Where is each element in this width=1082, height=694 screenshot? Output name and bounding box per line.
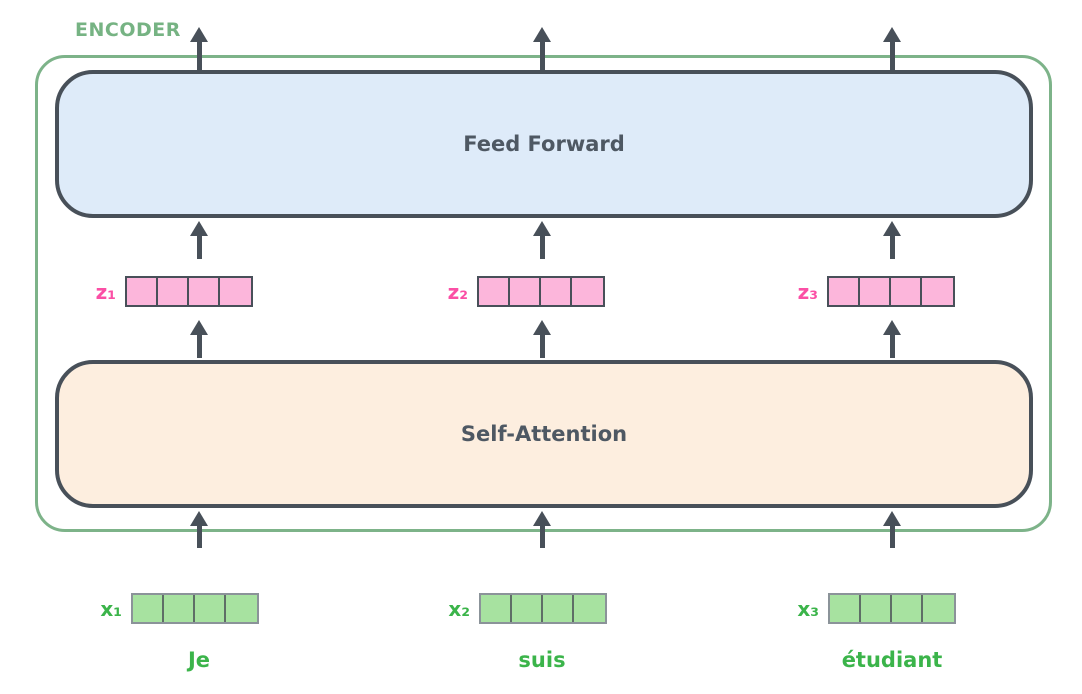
up-arrow: [188, 320, 210, 358]
feed-forward-label: Feed Forward: [463, 132, 625, 156]
up-arrow: [188, 221, 210, 259]
up-arrow: [531, 221, 553, 259]
x1-vector: x₁: [100, 593, 259, 624]
vector-cell: [923, 595, 954, 622]
arrow-shaft: [889, 334, 895, 358]
vector-cell: [164, 595, 195, 622]
x3-label: x₃: [797, 596, 819, 621]
feed-forward-block: Feed Forward: [55, 70, 1033, 218]
arrow-shaft: [539, 41, 545, 70]
vector-cell: [543, 595, 574, 622]
vector-cell: [220, 278, 251, 305]
vector-cell: [226, 595, 257, 622]
vector-cell: [861, 595, 892, 622]
arrow-head-icon: [190, 221, 208, 236]
up-arrow: [881, 221, 903, 259]
z3-label: z₃: [797, 279, 818, 304]
up-arrow: [531, 27, 553, 70]
up-arrow: [881, 27, 903, 70]
z2-vector: z₂: [448, 276, 605, 307]
encoder-label: ENCODER: [75, 19, 181, 41]
z2-label: z₂: [447, 279, 468, 304]
self-attention-label: Self-Attention: [460, 422, 628, 446]
x1-cells: [131, 593, 259, 624]
vector-cell: [479, 278, 510, 305]
z3-vector: z₃: [798, 276, 955, 307]
vector-cell: [574, 595, 605, 622]
z3-cells: [827, 276, 955, 307]
x2-vector: x₂: [448, 593, 607, 624]
arrow-head-icon: [533, 221, 551, 236]
up-arrow: [188, 511, 210, 548]
arrow-shaft: [196, 525, 202, 548]
z1-label: z₁: [95, 279, 116, 304]
arrow-head-icon: [533, 511, 551, 526]
vector-cell: [158, 278, 189, 305]
x2-label: x₂: [448, 596, 470, 621]
vector-cell: [892, 595, 923, 622]
arrow-head-icon: [883, 221, 901, 236]
self-attention-block: Self-Attention: [55, 360, 1033, 508]
vector-cell: [829, 278, 860, 305]
word-je: Je: [187, 648, 211, 672]
arrow-shaft: [889, 525, 895, 548]
vector-cell: [133, 595, 164, 622]
vector-cell: [127, 278, 158, 305]
arrow-shaft: [196, 41, 202, 70]
arrow-shaft: [196, 235, 202, 259]
arrow-head-icon: [883, 511, 901, 526]
vector-cell: [891, 278, 922, 305]
x2-cells: [479, 593, 607, 624]
arrow-shaft: [539, 235, 545, 259]
z1-cells: [125, 276, 253, 307]
z1-vector: z₁: [96, 276, 253, 307]
up-arrow: [531, 320, 553, 358]
vector-cell: [512, 595, 543, 622]
x3-cells: [828, 593, 956, 624]
vector-cell: [860, 278, 891, 305]
vector-cell: [189, 278, 220, 305]
arrow-head-icon: [533, 27, 551, 42]
arrow-head-icon: [883, 320, 901, 335]
arrow-head-icon: [190, 27, 208, 42]
z2-cells: [477, 276, 605, 307]
vector-cell: [481, 595, 512, 622]
arrow-head-icon: [883, 27, 901, 42]
vector-cell: [510, 278, 541, 305]
x3-vector: x₃: [797, 593, 956, 624]
vector-cell: [195, 595, 226, 622]
vector-cell: [541, 278, 572, 305]
up-arrow: [881, 320, 903, 358]
arrow-head-icon: [190, 320, 208, 335]
up-arrow: [881, 511, 903, 548]
word-etudiant: étudiant: [841, 648, 943, 672]
vector-cell: [922, 278, 953, 305]
arrow-shaft: [539, 334, 545, 358]
arrow-head-icon: [190, 511, 208, 526]
arrow-shaft: [196, 334, 202, 358]
arrow-shaft: [539, 525, 545, 548]
up-arrow: [188, 27, 210, 70]
up-arrow: [531, 511, 553, 548]
vector-cell: [572, 278, 603, 305]
vector-cell: [830, 595, 861, 622]
x1-label: x₁: [100, 596, 122, 621]
arrow-shaft: [889, 41, 895, 70]
arrow-shaft: [889, 235, 895, 259]
arrow-head-icon: [533, 320, 551, 335]
word-suis: suis: [518, 648, 566, 672]
